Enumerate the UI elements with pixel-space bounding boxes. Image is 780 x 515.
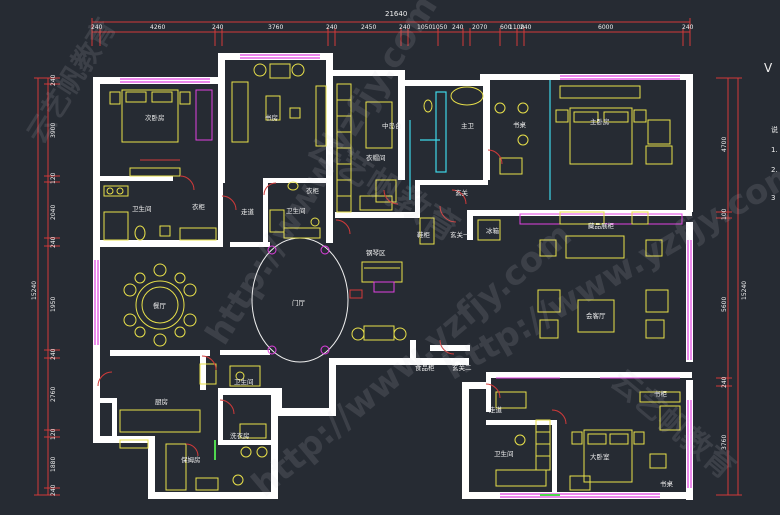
furniture-layer [103, 63, 683, 491]
dim-top-16: 240 [682, 24, 694, 31]
label-second-bedroom: 次卧房 [145, 113, 165, 122]
label-master-bath: 主卫 [461, 121, 475, 130]
dim-overall-left: 15240 [31, 281, 38, 300]
label-cloakroom: 衣帽间 [366, 153, 386, 162]
dim-top-14: 240 [520, 24, 532, 31]
dim-overall-top: 21640 [385, 10, 407, 18]
dim-top-9: 1050 [432, 24, 447, 31]
label-bathroom-right: 卫生间 [494, 449, 514, 458]
label-entry-closet: 玄关 [455, 188, 469, 197]
dim-top-10: 240 [452, 24, 464, 31]
dim-top-2: 4260 [150, 24, 165, 31]
dim-left-5: 240 [50, 236, 57, 248]
dim-left-9: 120 [50, 428, 57, 440]
label-master-bedroom: 主卧房 [590, 117, 610, 126]
dimension-labels: 21640 240 4260 240 3760 240 2450 240 105… [91, 10, 694, 31]
exterior-walls [93, 53, 693, 500]
label-island: 中岛台 [382, 121, 402, 130]
label-living-room: 会客厅 [586, 311, 606, 320]
top-dimension-chain [91, 18, 691, 46]
label-shoe-cabinet: 鞋柜 [417, 230, 431, 239]
side-note-3: 2. [771, 166, 778, 174]
dim-top-8: 1050 [417, 24, 432, 31]
dim-right-3: 5600 [721, 297, 728, 312]
label-foyer: 玄关一 [450, 230, 470, 239]
dim-top-4: 3760 [268, 24, 283, 31]
label-bathroom-left: 卫生间 [132, 204, 152, 213]
label-closet-mid: 衣柜 [306, 186, 320, 195]
dim-top-7: 240 [399, 24, 411, 31]
dim-overall-right: 15240 [741, 281, 748, 300]
dim-left-6: 1950 [50, 297, 57, 312]
label-piano: 钢琴区 [366, 249, 386, 257]
dim-top-12: 600 [500, 24, 512, 31]
dim-left-4: 2040 [50, 205, 57, 220]
door-swings [97, 149, 567, 457]
label-laundry: 洗衣房 [230, 431, 250, 440]
right-dimension-chain [716, 77, 742, 496]
dim-right-4: 240 [721, 376, 728, 388]
label-bathroom-mid: 卫生间 [286, 206, 306, 215]
dim-left-10: 1880 [50, 457, 57, 472]
label-dining: 餐厅 [153, 301, 167, 310]
dim-left-8: 2760 [50, 387, 57, 402]
side-note-corner: V [764, 61, 773, 75]
dim-left-7: 240 [50, 348, 57, 360]
label-closet-left: 衣柜 [192, 202, 206, 211]
windows [94, 54, 692, 498]
label-pantry: 食品柜 [415, 363, 435, 372]
label-desk-right: 书桌 [660, 479, 674, 488]
dim-right-2: 100 [721, 208, 728, 220]
side-note-1: 说 [771, 125, 778, 134]
dim-right-5: 3760 [721, 435, 728, 450]
side-note-4: 3 [771, 194, 775, 202]
dim-top-6: 2450 [361, 24, 376, 31]
left-dimension-chain [34, 77, 60, 496]
label-study-top: 书房 [265, 113, 278, 122]
label-large-bedroom: 大卧室 [590, 452, 610, 461]
label-dresser: 书桌 [513, 120, 527, 129]
dim-top-3: 240 [212, 24, 224, 31]
label-foyer2: 玄关二 [452, 363, 472, 372]
cyan-fixtures [409, 80, 551, 200]
label-lobby: 门厅 [292, 298, 306, 307]
room-labels: 次卧房 书房 衣帽间 中岛台 主卫 书桌 主卧房 卫生间 衣柜 走道 卫生间 衣… [132, 113, 674, 488]
label-kitchen: 厨房 [155, 397, 168, 406]
dim-top-15: 6000 [598, 24, 613, 31]
label-nanny-room: 保姆房 [181, 455, 201, 464]
left-dimension-labels: 240 3900 120 2040 240 1950 240 2760 120 … [31, 74, 57, 496]
dim-left-1: 240 [50, 74, 57, 86]
label-hallway-lower: 走道 [489, 405, 503, 414]
label-ice-box: 冰箱 [486, 226, 500, 235]
dim-right-1: 4700 [721, 137, 728, 152]
dim-top-13: 1100 [509, 24, 524, 31]
dim-top-5: 240 [326, 24, 338, 31]
side-note-2: 1. [771, 146, 778, 154]
label-study-right: 书柜 [654, 389, 668, 398]
dim-top-1: 240 [91, 24, 103, 31]
dim-left-11: 240 [50, 484, 57, 496]
dim-top-11: 2070 [472, 24, 487, 31]
dim-left-2: 3900 [50, 123, 57, 138]
accent-marks [140, 159, 680, 496]
label-corridor: 走道 [241, 207, 255, 216]
side-notes: V 说 1. 2. 3 [764, 61, 778, 202]
label-bathroom-lower: 卫生间 [234, 377, 254, 386]
label-collection-cabinet: 藏品展柜 [588, 221, 615, 230]
dim-left-3: 120 [50, 172, 57, 184]
interior-walls [93, 176, 692, 495]
right-dimension-labels: 4700 100 5600 240 3760 15240 [721, 137, 748, 450]
